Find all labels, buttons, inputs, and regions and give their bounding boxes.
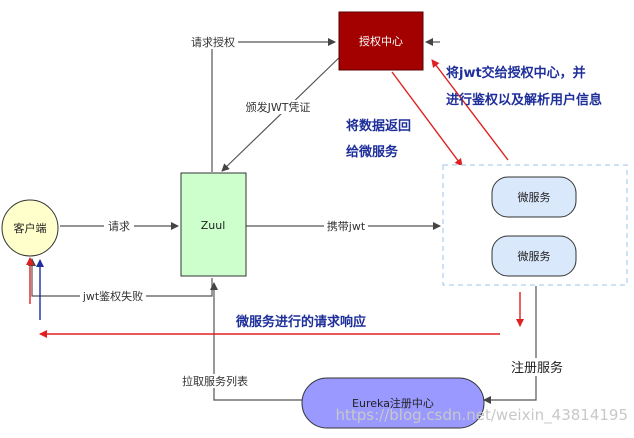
eureka-label: Eureka注册中心 xyxy=(352,396,434,410)
zuul-label: Zuul xyxy=(201,219,226,232)
microservice-box-2 xyxy=(491,235,577,277)
edge-register-service xyxy=(483,286,537,404)
client-node xyxy=(1,199,59,257)
label-request-auth: 请求授权 xyxy=(191,35,235,49)
label-issue-jwt: 颁发JWT凭证 xyxy=(246,100,311,114)
microservice-label-2: 微服务 xyxy=(518,249,551,263)
eureka-box xyxy=(301,377,485,429)
client-label: 客户端 xyxy=(14,221,47,235)
annotation-jwt-to-auth-1: 将jwt交给授权中心，并 xyxy=(446,65,586,81)
auth-center-label: 授权中心 xyxy=(359,34,403,48)
label-request: 请求 xyxy=(108,220,130,233)
auth-center-box xyxy=(338,11,424,71)
annotation-return-data-2: 给微服务 xyxy=(346,144,399,160)
red-arrow-return-data xyxy=(391,71,463,167)
microservice-box-1 xyxy=(491,176,577,218)
label-register-service: 注册服务 xyxy=(511,360,563,376)
annotation-jwt-to-auth-2: 进行鉴权以及解析用户信息 xyxy=(446,92,602,108)
annotation-return-data-1: 将数据返回 xyxy=(346,118,411,134)
annotation-ms-response: 微服务进行的请求响应 xyxy=(235,314,366,330)
label-carry-jwt: 携带jwt xyxy=(327,219,366,233)
label-fetch-service-list: 拉取服务列表 xyxy=(182,374,248,388)
edge-fetch-service-list xyxy=(210,282,302,401)
label-jwt-auth-fail: jwt鉴权失败 xyxy=(82,289,143,303)
zuul-box xyxy=(180,172,247,277)
microservice-label-1: 微服务 xyxy=(518,190,551,204)
watermark: https://blog.csdn.net/weixin_43814195 xyxy=(335,406,628,425)
red-arrow-to-auth xyxy=(431,59,509,161)
